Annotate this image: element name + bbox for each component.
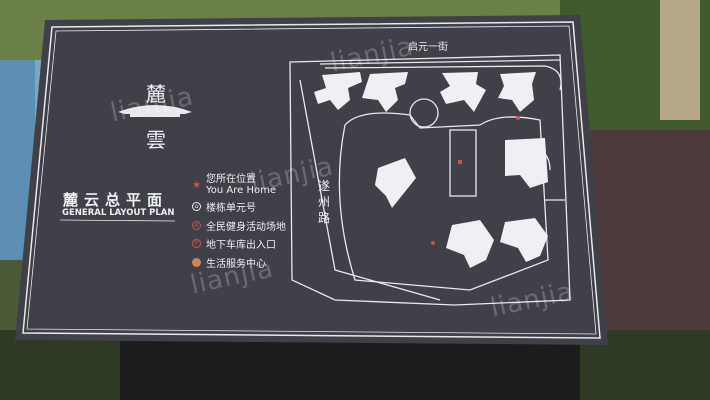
- building-number-icon: ⌂: [192, 202, 201, 211]
- logo-roof-icon: [118, 105, 192, 114]
- legend-fitness: A 全民健身活动场地: [192, 218, 286, 233]
- logo-char: 雲: [146, 128, 166, 152]
- plan-title-cn: 麓云总平面: [63, 191, 169, 209]
- legend-parking: P 地下车库出入口: [192, 236, 276, 251]
- street-top-label: 启元一街: [408, 42, 448, 53]
- plan-title-en: GENERAL LAYOUT PLAN: [62, 208, 175, 218]
- logo-char: 麓: [146, 82, 166, 106]
- parking-icon: P: [192, 239, 201, 248]
- site-map: [289, 54, 571, 306]
- star-icon: ★: [192, 179, 201, 191]
- sign-stand: [120, 340, 580, 400]
- you-are-here-marker: [458, 160, 462, 164]
- outer-border: [22, 21, 601, 339]
- legend-building-number: ⌂ 楼栋单元号: [192, 199, 256, 214]
- buildings: [314, 72, 548, 268]
- service-center-icon: [192, 258, 201, 267]
- fitness-icon: A: [192, 221, 201, 230]
- legend-service-center: 生活服务中心: [192, 255, 266, 270]
- street-left-label: 遂州路: [318, 179, 331, 225]
